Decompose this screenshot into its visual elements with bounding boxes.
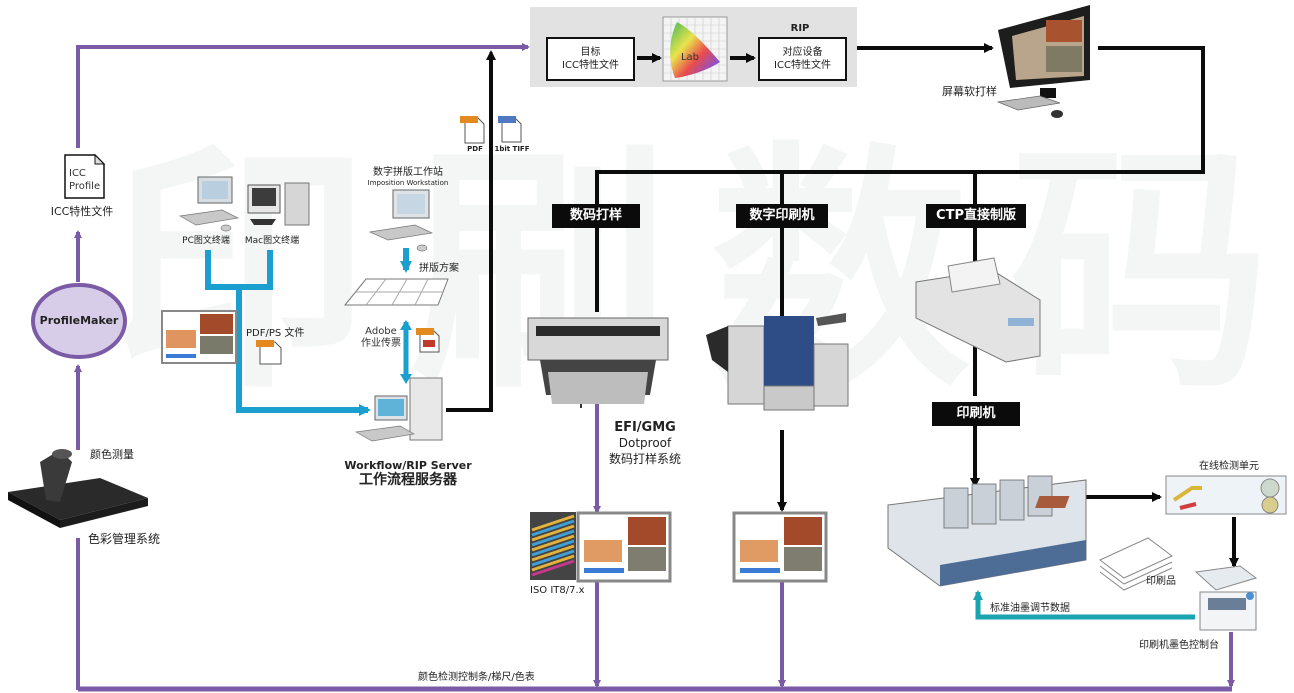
tiff-output-icon [498, 116, 522, 143]
server-title-en: Workflow/RIP Server [344, 459, 472, 472]
color-management-system-label: 色彩管理系统 [88, 532, 161, 546]
icc-document-icon [64, 153, 106, 199]
cyan-data-lines [205, 248, 1195, 620]
imposition-workstation-icon [368, 189, 434, 252]
proofer-system: 数码打样系统 [608, 452, 682, 466]
proof-printer-icon [527, 317, 669, 408]
profilemaker-node [31, 283, 127, 359]
icc-doc-line2: Profile [69, 181, 101, 192]
pc-computer-icon [178, 176, 240, 232]
digital-print-thumbnail [732, 511, 828, 583]
pc-terminal-label: PC图文终端 [182, 236, 230, 246]
ctp-box: CTP直接制版 [926, 204, 1026, 228]
proofer-product: Dotproof [618, 436, 672, 450]
pdf-output-icon [460, 116, 485, 144]
job-ticket-line1: Adobe [365, 326, 397, 337]
pdf-file-icon [256, 340, 282, 365]
mac-computer-icon [247, 182, 310, 226]
icc-file-caption: ICC特性文件 [50, 205, 114, 218]
iso-target-thumbnail [530, 512, 576, 580]
spectrophotometer-icon [8, 449, 148, 528]
device-profile-line2: ICC特性文件 [774, 60, 831, 71]
imposition-scheme-label: 拼版方案 [419, 263, 459, 274]
device-icc-profile-box: 对应设备 ICC特性文件 [758, 37, 847, 81]
server-title-cn: 工作流程服务器 [359, 472, 457, 488]
printed-matter-label: 印刷品 [1146, 576, 1176, 587]
offset-press-icon [887, 475, 1087, 587]
icc-doc-line1: ICC [69, 168, 86, 179]
ctp-platesetter-icon [915, 257, 1041, 363]
job-ticket-line2: 作业传票 [361, 338, 401, 349]
digital-press-box: 数字印刷机 [736, 204, 828, 228]
imposition-title-en: Imposition Workstation [367, 179, 449, 187]
sample-print-thumbnail [161, 310, 237, 364]
target-profile-line1: 目标 [580, 46, 601, 58]
imposition-sheet [343, 278, 449, 306]
tiff-label: 1bit TIFF [494, 145, 530, 153]
inline-inspection-label: 在线检测单元 [1199, 461, 1259, 472]
proofer-brand: EFI/GMG [614, 420, 676, 435]
profilemaker-label: ProfileMaker [39, 314, 119, 327]
control-strip-label: 颜色检测控制条/梯尺/色表 [418, 672, 535, 683]
lab-gamut-icon [662, 16, 728, 82]
mac-terminal-label: Mac图文终端 [244, 236, 300, 246]
color-measurement-label: 颜色测量 [90, 448, 134, 461]
inline-inspection-icon [1035, 475, 1287, 515]
purple-feedback-lines [74, 43, 1235, 692]
soft-proof-label: 屏幕软打样 [942, 85, 997, 98]
iso-target-label: ISO IT8/7.x [530, 585, 585, 596]
digital-press-icon [706, 313, 849, 411]
rip-title: RIP [790, 23, 810, 34]
ink-console-icon [1194, 565, 1258, 631]
calibrated-monitor-icon [996, 5, 1090, 118]
job-ticket-icon [416, 328, 440, 353]
digital-proof-box: 数码打样 [552, 204, 640, 228]
imposition-title-cn: 数字拼版工作站 [373, 167, 443, 178]
ink-adjustment-data-label: 标准油墨调节数据 [990, 603, 1070, 614]
device-profile-line1: 对应设备 [782, 46, 823, 58]
server-tower-icon [354, 377, 443, 442]
target-icc-profile-box: 目标 ICC特性文件 [546, 37, 635, 81]
pdf-label: PDF [467, 145, 483, 153]
pdf-ps-file-label: PDF/PS 文件 [246, 328, 305, 339]
lab-label: Lab [680, 52, 700, 63]
target-profile-line2: ICC特性文件 [562, 60, 619, 71]
proof-print-thumbnail [576, 511, 672, 583]
ink-console-label: 印刷机墨色控制台 [1139, 640, 1219, 651]
offset-press-box: 印刷机 [932, 402, 1020, 426]
black-output-lines [446, 43, 1239, 568]
